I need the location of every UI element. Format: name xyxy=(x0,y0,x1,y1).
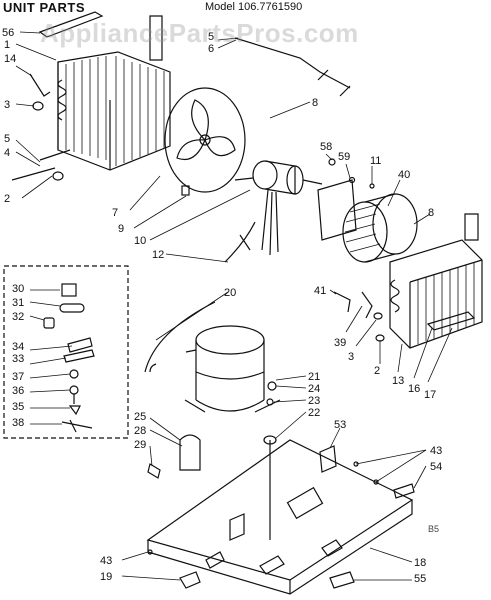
clip xyxy=(32,101,44,111)
discharge-tube xyxy=(144,301,216,373)
part-callout-5b: 5 xyxy=(208,31,214,43)
condenser-coil xyxy=(57,51,171,171)
part-callout-40: 40 xyxy=(398,169,410,181)
fan-clip xyxy=(181,185,190,196)
part-callout-3b: 3 xyxy=(348,351,354,363)
part-callout-17: 17 xyxy=(424,389,436,401)
part-callout-20: 20 xyxy=(224,287,236,299)
part-callout-33: 33 xyxy=(12,353,24,365)
clip-3 xyxy=(373,312,383,320)
screw xyxy=(373,479,379,485)
part-callout-41: 41 xyxy=(314,285,326,297)
part-callout-6: 6 xyxy=(208,43,214,55)
part-callout-5a: 5 xyxy=(4,133,10,145)
part-callout-24: 24 xyxy=(308,383,320,395)
corner-mark: B5 xyxy=(428,524,440,534)
part-callout-19: 19 xyxy=(100,571,112,583)
spacer xyxy=(266,398,274,406)
clip-11 xyxy=(369,183,375,189)
bracket-19 xyxy=(179,571,201,589)
part-callout-56: 56 xyxy=(2,27,14,39)
terminal-cover xyxy=(179,434,201,471)
part-callout-23: 23 xyxy=(308,395,320,407)
component-inset-box xyxy=(3,265,129,439)
tube-39 xyxy=(361,291,373,319)
part-callout-43b: 43 xyxy=(100,555,112,567)
blower-wheel xyxy=(342,193,418,263)
part-callout-11: 11 xyxy=(370,155,381,167)
model-number: Model 106.7761590 xyxy=(205,1,303,13)
part-callout-55: 55 xyxy=(414,573,426,585)
grommet xyxy=(267,381,277,391)
part-callout-59: 59 xyxy=(338,151,350,163)
part-callout-34: 34 xyxy=(12,341,24,353)
clamp xyxy=(52,171,64,181)
leader-lines xyxy=(15,31,453,581)
part-callout-32: 32 xyxy=(12,311,24,323)
part-callout-25: 25 xyxy=(134,411,146,423)
part-callout-29: 29 xyxy=(134,439,146,451)
part-callout-1: 1 xyxy=(4,39,10,51)
diagram-title: UNIT PARTS xyxy=(3,0,86,15)
wire-lead xyxy=(224,221,256,263)
part-callout-2a: 2 xyxy=(4,193,10,205)
part-callout-36: 36 xyxy=(12,385,24,397)
hose xyxy=(29,73,51,97)
tube-41 xyxy=(333,291,351,313)
nut xyxy=(328,158,336,166)
inset-parts xyxy=(43,283,95,433)
shaft xyxy=(234,37,351,97)
compressor xyxy=(184,325,281,413)
part-callout-8a: 8 xyxy=(312,97,318,109)
base-pan xyxy=(146,439,414,595)
part-callout-31: 31 xyxy=(12,297,24,309)
evaporator-coil xyxy=(389,213,483,349)
part-callout-14: 14 xyxy=(4,53,16,65)
bracket-53 xyxy=(319,445,337,473)
part-callout-54: 54 xyxy=(430,461,442,473)
part-callout-2b: 2 xyxy=(374,365,380,377)
capillary-tube xyxy=(11,149,71,181)
part-callout-38: 38 xyxy=(12,417,24,429)
part-callout-53: 53 xyxy=(334,419,346,431)
motor-mount-plate xyxy=(317,179,357,241)
part-callout-16: 16 xyxy=(408,383,420,395)
bracket-55 xyxy=(329,571,355,589)
part-callout-3a: 3 xyxy=(4,99,10,111)
part-callout-10: 10 xyxy=(134,235,146,247)
bracket-29 xyxy=(147,463,161,479)
part-callout-12: 12 xyxy=(152,249,164,261)
part-callout-58: 58 xyxy=(320,141,332,153)
part-callout-21: 21 xyxy=(308,371,320,383)
part-callout-4: 4 xyxy=(4,147,10,159)
watermark: AppliancePartsPros.com xyxy=(40,18,359,48)
part-callout-28: 28 xyxy=(134,425,146,437)
fan-motor xyxy=(234,160,323,256)
fan-blade xyxy=(164,87,246,193)
part-callout-35: 35 xyxy=(12,401,24,413)
part-callout-18: 18 xyxy=(414,557,426,569)
part-callout-30: 30 xyxy=(12,283,24,295)
part-callout-13: 13 xyxy=(392,375,404,387)
part-callout-22: 22 xyxy=(308,407,320,419)
part-callout-8b: 8 xyxy=(428,207,434,219)
part-callout-9: 9 xyxy=(118,223,124,235)
top-bracket xyxy=(38,11,163,61)
part-callout-7: 7 xyxy=(112,207,118,219)
part-callout-39: 39 xyxy=(334,337,346,349)
part-callout-43a: 43 xyxy=(430,445,442,457)
clip-54 xyxy=(393,483,415,499)
washer xyxy=(348,176,356,184)
part-callout-37: 37 xyxy=(12,371,24,383)
